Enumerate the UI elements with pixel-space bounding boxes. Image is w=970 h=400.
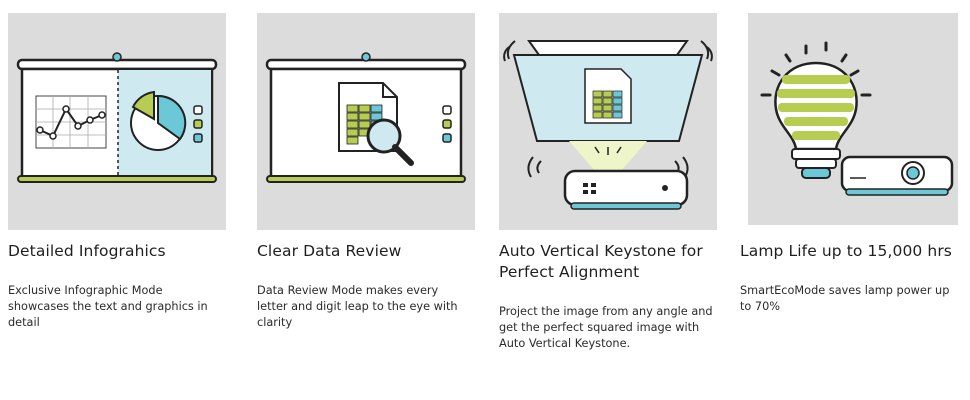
feature-title: Auto Vertical Keystone for Perfect Align… (499, 242, 703, 281)
infographic-screen-icon (8, 13, 226, 230)
feature-title: Detailed Infograhics (8, 242, 166, 260)
keystone-projector-icon (499, 13, 717, 230)
lamp-projector-icon (748, 13, 958, 225)
feature-description: SmartEcoMode saves lamp power up to 70% (740, 284, 950, 313)
feature-title: Clear Data Review (257, 242, 402, 260)
feature-title: Lamp Life up to 15,000 hrs (740, 242, 952, 260)
feature-description: Data Review Mode makes every letter and … (257, 284, 458, 329)
feature-description: Exclusive Infographic Mode showcases the… (8, 284, 208, 329)
data-review-screen-icon (257, 13, 475, 230)
feature-description: Project the image from any angle and get… (499, 305, 713, 350)
